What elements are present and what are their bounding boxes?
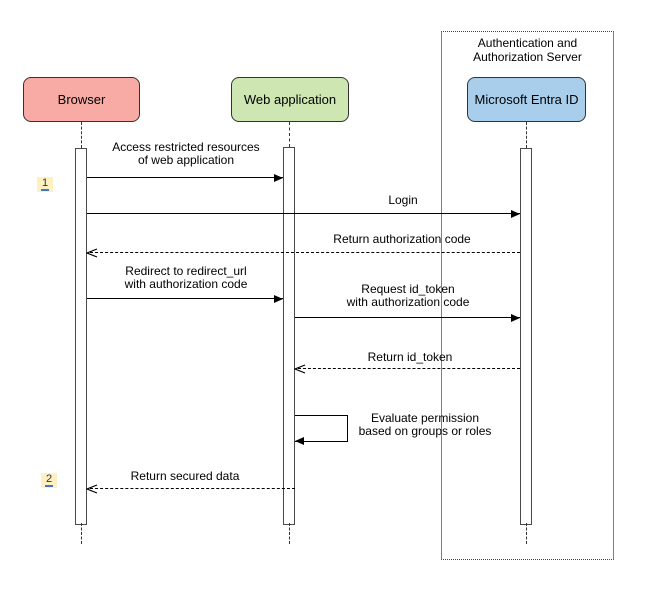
step-number: 1 [40,177,50,191]
filled-arrowhead-icon [511,314,520,322]
filled-arrowhead-icon [295,437,304,445]
open-arrowhead-icon [86,484,98,494]
actor-browser-label: Browser [57,92,106,107]
lifeline-microsoft-entra-id-top [526,122,527,148]
activation-bar-browser [75,148,87,525]
message-label: Return secured data [130,469,240,483]
lifeline-microsoft-entra-id-bottom [526,523,527,544]
actor-browser: Browser [23,77,140,122]
actor-microsoft-entra-id-label: Microsoft Entra ID [474,92,579,107]
message-line [90,252,520,253]
message-line [87,298,283,299]
message-label: Return authorization code [333,232,471,246]
step-number: 2 [44,473,54,487]
actor-web-application-label: Web application [243,92,337,107]
message-label: Evaluate permission based on groups or r… [358,411,492,438]
actor-microsoft-entra-id: Microsoft Entra ID [467,77,586,122]
lifeline-browser-bottom [81,523,82,544]
filled-arrowhead-icon [511,210,520,218]
message-label: Access restricted resources of web appli… [112,140,260,167]
step-badge-1[interactable]: 1 [37,177,53,192]
open-arrowhead-icon [294,364,306,374]
message-line [298,368,520,369]
filled-arrowhead-icon [274,174,283,182]
step-badge-2[interactable]: 2 [41,473,57,488]
message-label: Request id_token with authorization code [346,282,470,309]
filled-arrowhead-icon [274,295,283,303]
message-line [87,177,283,178]
message-line [90,488,295,489]
self-message-loop [295,415,348,442]
lifeline-web-application-top [289,122,290,147]
activation-bar-web-application [283,147,295,525]
message-label: Login [388,193,418,207]
message-label: Redirect to redirect_url with authorizat… [124,264,248,291]
message-line [87,213,520,214]
activation-bar-microsoft-entra-id [520,148,532,525]
lifeline-browser-top [81,122,82,148]
auth-server-frame-label: Authentication and Authorization Server [473,36,582,64]
open-arrowhead-icon [86,248,98,258]
message-label: Return id_token [367,350,453,364]
lifeline-web-application-bottom [289,523,290,544]
message-line [295,317,520,318]
actor-web-application: Web application [231,77,349,122]
auth-server-frame: Authentication and Authorization Server [441,31,614,560]
